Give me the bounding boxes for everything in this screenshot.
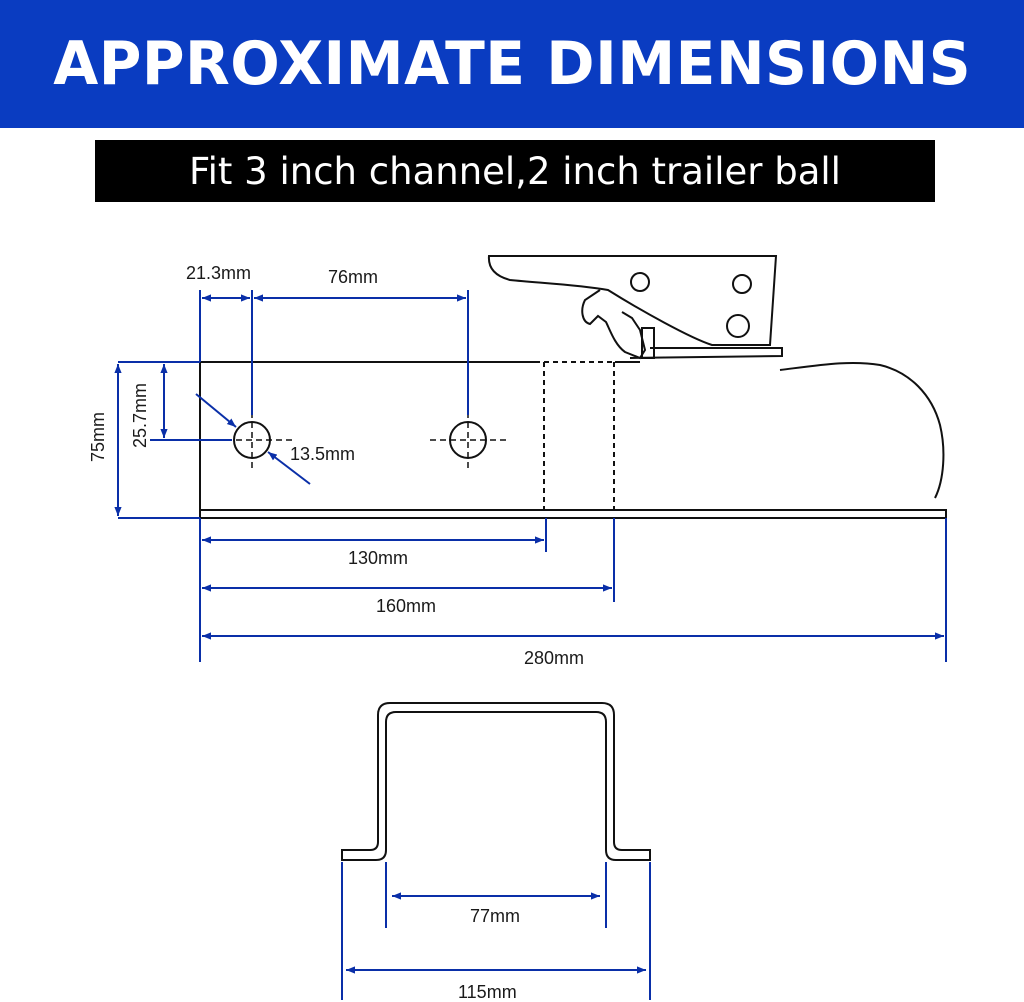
dim-label-13-5: 13.5mm bbox=[290, 444, 355, 464]
coupler-side-view bbox=[199, 255, 947, 519]
page-subtitle: Fit 3 inch channel,2 inch trailer ball bbox=[189, 149, 841, 193]
dim-label-76: 76mm bbox=[328, 267, 378, 287]
latch-rivet-3 bbox=[726, 314, 750, 338]
latch-plate bbox=[629, 347, 783, 359]
latch-hook bbox=[581, 289, 647, 360]
dim-label-130: 130mm bbox=[348, 548, 408, 568]
cross-section-dimensions bbox=[341, 862, 651, 1000]
dim-label-75: 75mm bbox=[88, 412, 108, 462]
dimension-lines bbox=[114, 290, 947, 662]
title-banner: APPROXIMATE DIMENSIONS bbox=[0, 0, 1024, 128]
dim-label-160: 160mm bbox=[376, 596, 436, 616]
ball-socket-dome bbox=[779, 361, 945, 499]
latch-lever bbox=[487, 255, 778, 346]
channel-body-outline bbox=[199, 361, 940, 511]
bottom-flange bbox=[199, 509, 947, 519]
hole-centerlines bbox=[226, 412, 508, 470]
dim-label-77: 77mm bbox=[470, 906, 520, 926]
dim-label-21-3: 21.3mm bbox=[186, 263, 251, 283]
dim-label-25-7: 25.7mm bbox=[130, 383, 150, 448]
latch-rivet-1 bbox=[630, 272, 650, 292]
dim-label-280: 280mm bbox=[524, 648, 584, 668]
page-title: APPROXIMATE DIMENSIONS bbox=[53, 29, 971, 99]
channel-cross-section bbox=[341, 702, 651, 861]
channel-profile-outer bbox=[341, 702, 651, 861]
subtitle-banner: Fit 3 inch channel,2 inch trailer ball bbox=[95, 140, 935, 202]
latch-rivet-2 bbox=[732, 274, 752, 294]
dim-label-115: 115mm bbox=[458, 982, 517, 1002]
